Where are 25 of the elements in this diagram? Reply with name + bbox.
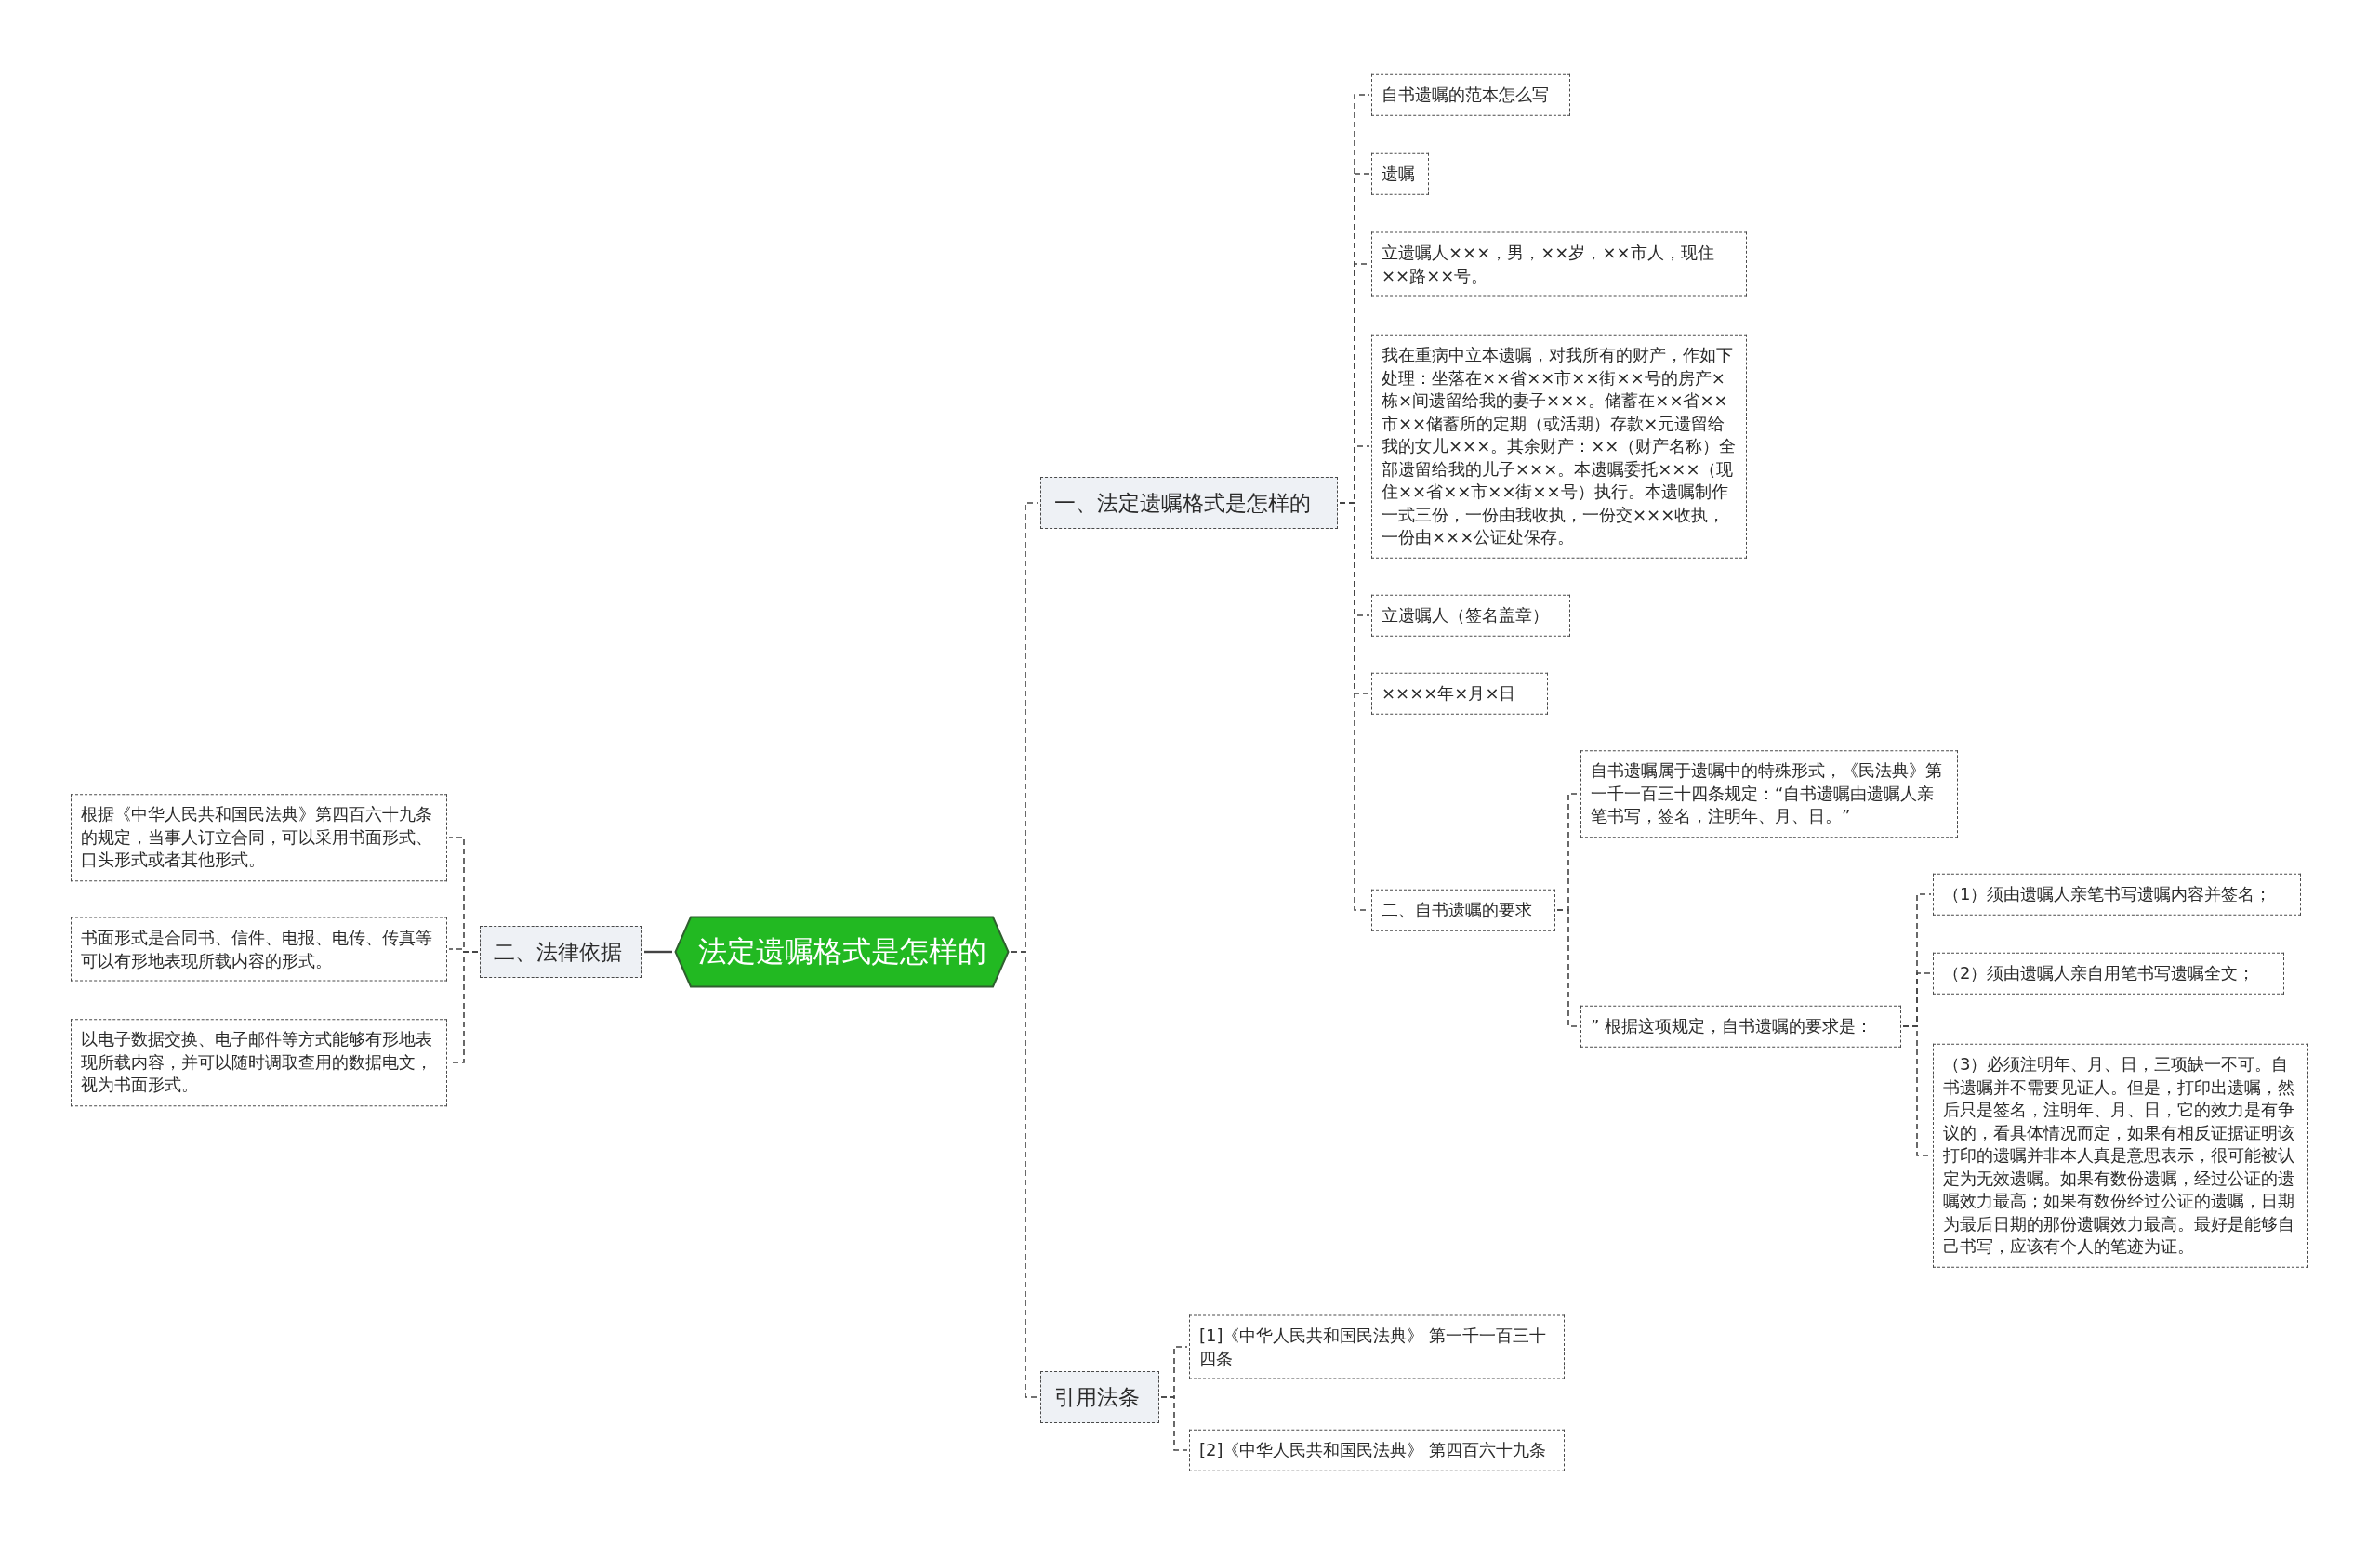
connector-line — [1160, 1396, 1188, 1451]
detail-note: 我在重病中立本遗嘱，对我所有的财产，作如下处理：坐落在××省××市××街××号的房产×栋×间遗留给我的妻子×××。储蓄在××省××市××储蓄所的定期（或活期）存款×元遗留给我的女儿×××。其余财产：××（财产名称）全部遗留给我的儿子×××。本遗嘱委托×××（现住××省××市××街××号）执行。本遗嘱制作一式三份，一份由我收执，一份交×××收执，一份由×××公证处保存。 — [1371, 334, 1747, 559]
detail-note: 遗嘱 — [1371, 152, 1429, 195]
detail-note: 根据《中华人民共和国民法典》第四百六十九条的规定，当事人订立合同，可以采用书面形式、口头形式或者其他形式。 — [71, 794, 447, 881]
detail-note: ××××年×月×日 — [1371, 672, 1548, 715]
detail-note: 书面形式是合同书、信件、电报、电传、传真等可以有形地表现所载内容的形式。 — [71, 917, 447, 982]
connector-line — [644, 950, 672, 954]
branch-topic: 引用法条 — [1040, 1371, 1159, 1423]
detail-note: 二、自书遗嘱的要求 — [1371, 889, 1555, 931]
connector-line — [1556, 909, 1580, 1027]
detail-note: [1]《中华人民共和国民法典》 第一千一百三十四条 — [1189, 1314, 1565, 1379]
detail-note: 自书遗嘱属于遗嘱中的特殊形式，《民法典》第一千一百三十四条规定：“自书遗嘱由遗嘱人亲笔书写，签名，注明年、月、日。” — [1580, 750, 1958, 838]
connector-line — [1011, 951, 1039, 1398]
detail-note: ” 根据这项规定，自书遗嘱的要求是： — [1580, 1005, 1901, 1048]
detail-note: 以电子数据交换、电子邮件等方式能够有形地表现所载内容，并可以随时调取查用的数据电文，视为书面形式。 — [71, 1019, 447, 1106]
branch-topic: 二、法律依据 — [480, 926, 642, 978]
detail-note: [2]《中华人民共和国民法典》 第四百六十九条 — [1189, 1429, 1565, 1471]
detail-note: （2）须由遗嘱人亲自用笔书写遗嘱全文； — [1933, 952, 2284, 995]
detail-note: （1）须由遗嘱人亲笔书写遗嘱内容并签名； — [1933, 873, 2301, 916]
central-topic: 法定遗嘱格式是怎样的 — [674, 916, 1010, 988]
detail-note: 自书遗嘱的范本怎么写 — [1371, 73, 1570, 116]
detail-note: 立遗嘱人×××，男，××岁，××市人，现住××路××号。 — [1371, 231, 1747, 297]
detail-note: 立遗嘱人（签名盖章） — [1371, 594, 1570, 637]
detail-note: （3）必须注明年、月、日，三项缺一不可。自书遗嘱并不需要见证人。但是，打印出遗嘱，然后只是签名，注明年、月、日，它的效力是有争议的，看具体情况而定，如果有相反证据证明该打印的遗嘱并非本人真是意思表示，很可能被认定为无效遗嘱。如果有数份遗嘱，经过公证的遗嘱效力最高；如果有数份经过公证的遗嘱，日期为最后日期的那份遗嘱效力最高。最好是能够自己书写，应该有个人的笔迹为证。 — [1933, 1043, 2308, 1268]
branch-topic: 一、法定遗嘱格式是怎样的 — [1040, 477, 1338, 529]
